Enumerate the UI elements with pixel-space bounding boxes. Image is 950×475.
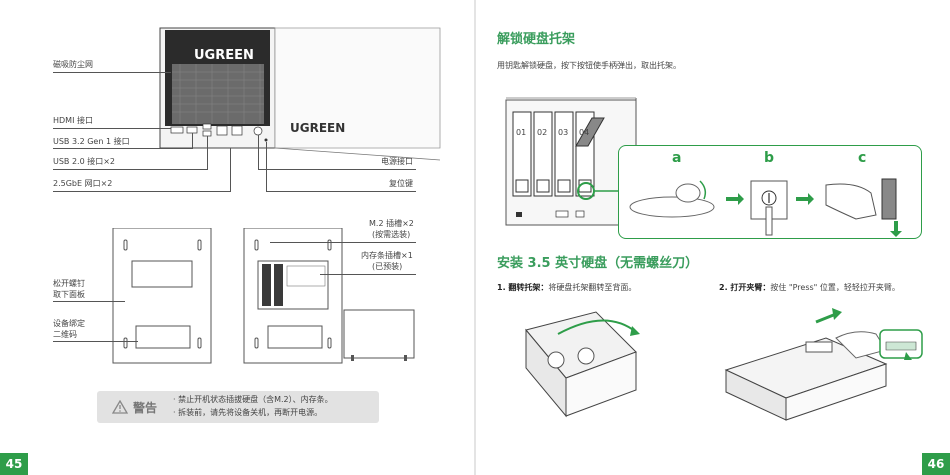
section2-title: 安装 3.5 英寸硬盘（无需螺丝刀）: [497, 252, 698, 271]
step2-description: 按住 "Press" 位置，轻轻拉开夹臂。: [770, 283, 900, 292]
leader-lan: [53, 191, 231, 192]
warning-box: 警告 · 禁止开机状态插拔硬盘（含M.2）、内存条。 · 拆装前，请先将设备关机…: [97, 391, 379, 423]
leader-reset: [266, 191, 416, 192]
page-number-left: 45: [0, 453, 28, 475]
label-screws-2: 取下面板: [53, 290, 85, 300]
leader-screws: [53, 301, 125, 302]
leader-usb20-v: [207, 136, 208, 169]
leader-power: [258, 169, 416, 170]
tray-flip-illustration: [476, 298, 950, 468]
label-screws-1: 松开螺钉: [53, 279, 85, 289]
unlock-steps-illustration: [476, 145, 950, 245]
leader-lan-v: [230, 148, 231, 191]
label-m2-note: (按需选装): [372, 230, 410, 240]
leader-dust-filter: [53, 72, 171, 73]
warning-triangle-icon: [112, 400, 128, 414]
bay-label-3: 03: [558, 128, 568, 137]
label-usb20: USB 2.0 接口×2: [53, 157, 115, 167]
label-qr-2: 二维码: [53, 330, 77, 340]
leader-usb32-v: [192, 133, 193, 148]
step1-description: 将硬盘托架翻转至背面。: [548, 283, 636, 292]
page-number-right: 46: [922, 453, 950, 475]
leader-mem: [320, 274, 416, 275]
step2-label: 2. 打开夹臂：: [719, 283, 770, 292]
arrow-right-icon: [796, 193, 814, 205]
step1-text: 1. 翻转托架：将硬盘托架翻转至背面。: [497, 282, 636, 293]
warning-line-2: · 拆装前，请先将设备关机，再断开电源。: [173, 408, 322, 418]
leader-qr: [53, 341, 138, 342]
label-usb32: USB 3.2 Gen 1 接口: [53, 137, 130, 147]
bay-label-4: 04: [579, 128, 589, 137]
section1-title: 解锁硬盘托架: [497, 28, 575, 47]
warning-line-1: · 禁止开机状态插拔硬盘（含M.2）、内存条。: [173, 395, 333, 405]
bay-label-1: 01: [516, 128, 526, 137]
leader-usb20: [53, 169, 208, 170]
leader-hdmi: [53, 128, 171, 129]
brand-logo-top: UGREEN: [194, 49, 254, 63]
label-lan: 2.5GbE 网口×2: [53, 179, 112, 189]
arrow-right-icon: [726, 193, 744, 205]
warning-label: 警告: [133, 399, 157, 416]
step1-label: 1. 翻转托架：: [497, 283, 548, 292]
label-mem-slot: 内存条插槽×1: [361, 251, 413, 261]
leader-power-v: [258, 135, 259, 169]
label-reset: 复位键: [389, 179, 413, 189]
leader-reset-v: [266, 142, 267, 191]
label-power: 电源接口: [381, 157, 413, 167]
label-mem-note: (已预装): [372, 262, 402, 272]
leader-m2: [270, 242, 416, 243]
label-qr-1: 设备绑定: [53, 319, 85, 329]
label-hdmi: HDMI 接口: [53, 116, 93, 126]
brand-logo-side: UGREEN: [290, 121, 345, 135]
page-45: UGREEN UGREEN 磁吸防尘网 HDMI 接口 USB 3.2 Gen …: [0, 0, 474, 475]
nas-rear-illustration: [0, 0, 474, 200]
step2-text: 2. 打开夹臂：按住 "Press" 位置，轻轻拉开夹臂。: [719, 282, 900, 293]
bay-label-2: 02: [537, 128, 547, 137]
label-m2-slot: M.2 插槽×2: [369, 219, 414, 229]
section1-text: 用钥匙解锁硬盘，按下按钮使手柄弹出，取出托架。: [497, 60, 681, 71]
leader-usb32: [53, 148, 193, 149]
page-46: 解锁硬盘托架 用钥匙解锁硬盘，按下按钮使手柄弹出，取出托架。 01 02 03 …: [476, 0, 950, 475]
label-dust-filter: 磁吸防尘网: [53, 60, 93, 70]
